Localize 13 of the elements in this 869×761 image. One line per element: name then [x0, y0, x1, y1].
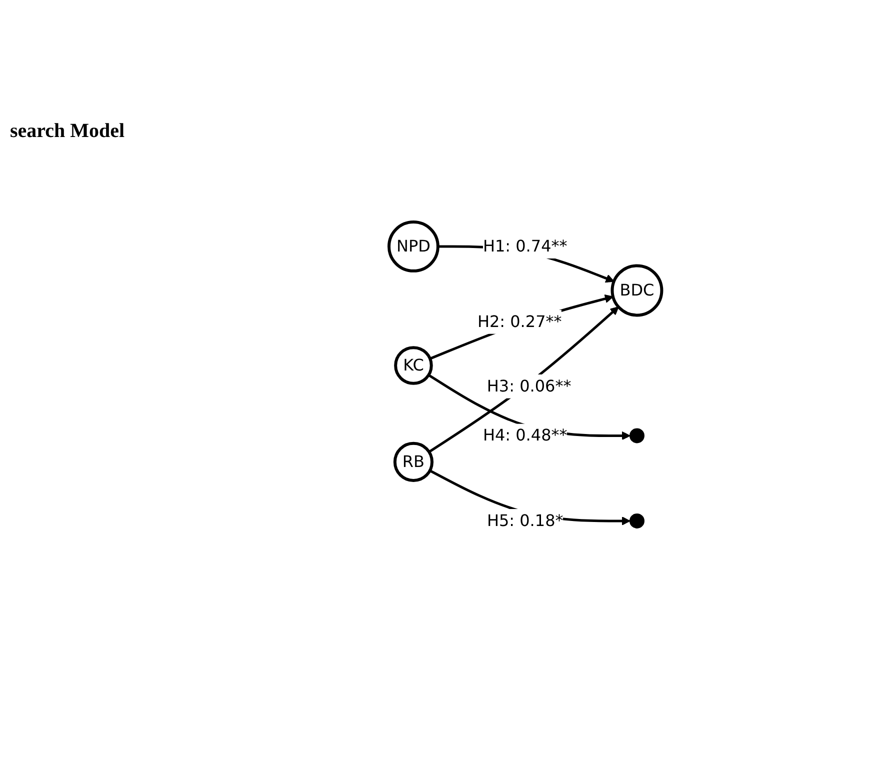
node-circle: RB [393, 442, 434, 482]
node-circle: KC [394, 346, 432, 385]
node-circle: NPD [387, 220, 440, 272]
edge-label: H5: 0.18* [486, 510, 563, 530]
edge-label: H1: 0.74** [482, 236, 567, 256]
edge-label: H4: 0.48** [482, 426, 567, 445]
arrow [428, 374, 630, 440]
edge-label: H2: 0.27** [477, 312, 562, 331]
arrow [429, 294, 614, 360]
diagram-title: search Model [10, 120, 125, 143]
edge-label: H3: 0.06** [486, 376, 571, 396]
node-circle: BDC [610, 264, 663, 317]
arrow [428, 306, 619, 453]
